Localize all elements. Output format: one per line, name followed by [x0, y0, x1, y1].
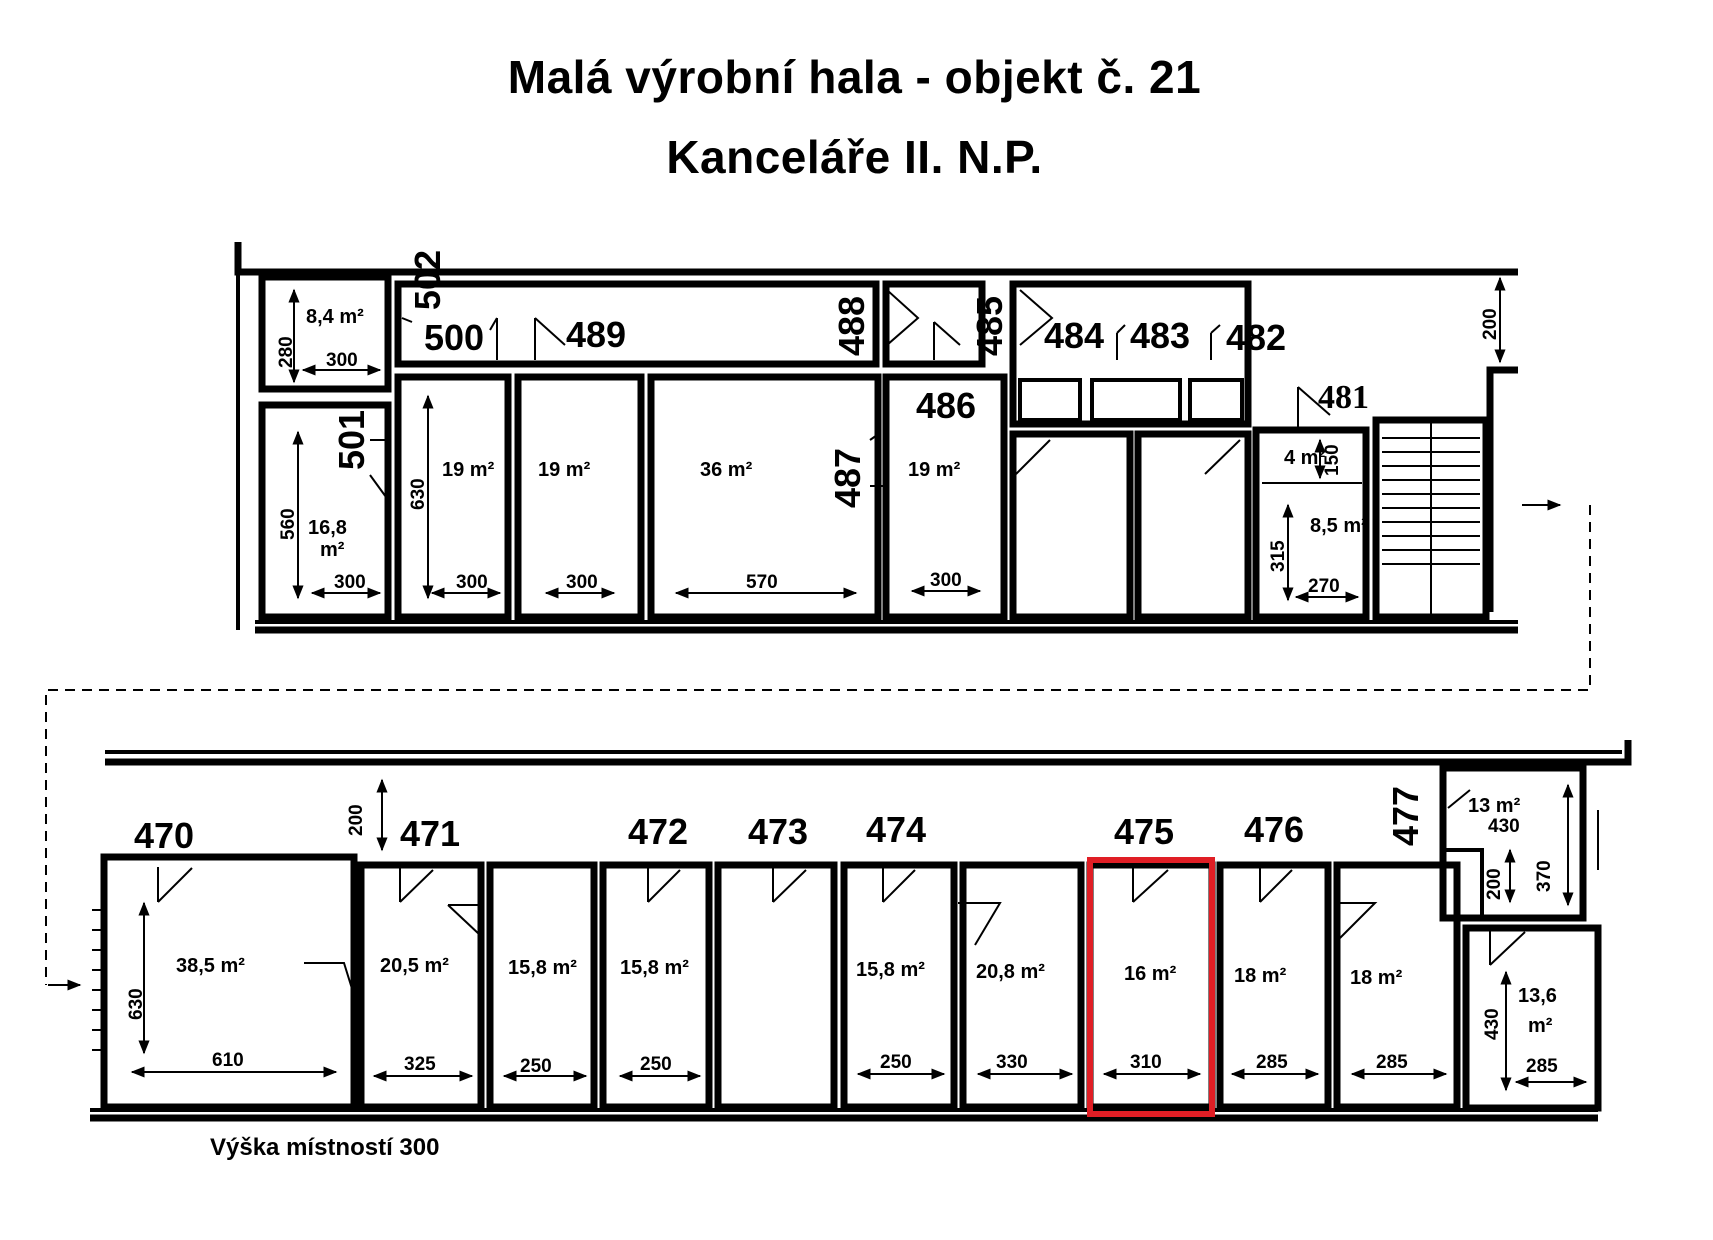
- room-471-area: 20,5 m²: [380, 955, 449, 977]
- floor-connector: [45, 499, 1599, 991]
- room-471b-width: 250: [520, 1056, 552, 1077]
- lower-block: [90, 740, 1632, 1122]
- room-474b-area: 20,8 m²: [976, 961, 1045, 983]
- room-486-area: 19 m²: [908, 459, 961, 481]
- room-488-number: 488: [831, 296, 872, 356]
- room-485-number: 485: [969, 296, 1010, 356]
- room-477b-area-line1: 13,6: [1518, 985, 1557, 1007]
- room-476b-area: 18 m²: [1350, 967, 1403, 989]
- room-477b-depth: 430: [1482, 1008, 1503, 1040]
- room-486-width: 300: [930, 570, 962, 591]
- upper-block: [234, 242, 1518, 634]
- room-486-frame: [882, 373, 1008, 621]
- room-484-number: 484: [1044, 315, 1104, 356]
- room-474-frame: [840, 861, 958, 1111]
- room-472-number: 472: [628, 811, 688, 852]
- room-476-number: 476: [1244, 809, 1304, 850]
- room-502-number: 502: [407, 250, 448, 310]
- room-472-area: 15,8 m²: [620, 957, 689, 979]
- room-477b-area-line2: m²: [1528, 1015, 1553, 1037]
- room-473-frame: [714, 861, 838, 1111]
- room-477-frame: [1439, 764, 1587, 922]
- room-475-number: 475: [1114, 811, 1174, 852]
- room-470-number: 470: [134, 815, 194, 856]
- room-476-frame: [1216, 861, 1332, 1111]
- room-489-area: 19 m²: [538, 459, 591, 481]
- room-472-frame: [599, 861, 713, 1111]
- room-489-frame: [514, 373, 645, 621]
- room-471-width: 325: [404, 1054, 436, 1075]
- room-477-depth-a: 200: [1484, 868, 1505, 900]
- room-475-highlight[interactable]: [1087, 857, 1215, 1117]
- room-470-area: 38,5 m²: [176, 955, 245, 977]
- room-482-number: 482: [1226, 317, 1286, 358]
- upper-corridor-width: 200: [1480, 308, 1501, 340]
- room-501-depth: 560: [278, 508, 299, 540]
- room-483-number: 483: [1130, 315, 1190, 356]
- room-488-frame: [647, 373, 882, 621]
- room-475-area: 16 m²: [1124, 963, 1177, 985]
- lower-corridor-width: 200: [346, 804, 367, 836]
- room-471b-area: 15,8 m²: [508, 957, 577, 979]
- room-502-frame: [258, 273, 392, 393]
- room-470-frame: [100, 853, 358, 1111]
- room-485-frame: [882, 280, 986, 368]
- room-486-number: 486: [916, 385, 976, 426]
- room-481-small-area: 4 m²: [1284, 447, 1325, 469]
- room-477-area: 13 m²: [1468, 795, 1521, 817]
- corridor-upper-frame: [394, 280, 880, 368]
- room-476b-width: 285: [1376, 1052, 1408, 1073]
- room-474b-width: 330: [996, 1052, 1028, 1073]
- room-489-width: 300: [566, 572, 598, 593]
- room-488-width: 570: [746, 572, 778, 593]
- room-501-area-line2: m²: [320, 539, 345, 561]
- room-474-width: 250: [880, 1052, 912, 1073]
- room-489-number: 489: [566, 314, 626, 355]
- room-501-frame: [258, 401, 392, 621]
- room-477b-width: 285: [1526, 1056, 1558, 1077]
- room-484-483-482-frame: [1009, 280, 1252, 428]
- room-471-frame: [357, 861, 485, 1111]
- room-475-width: 310: [1130, 1052, 1162, 1073]
- room-474-area: 15,8 m²: [856, 959, 925, 981]
- room-474-number: 474: [866, 809, 926, 850]
- room-481-area: 8,5 m²: [1310, 515, 1368, 537]
- room-481-frame: [1252, 426, 1370, 621]
- room-488-area: 36 m²: [700, 459, 753, 481]
- room-500-area: 19 m²: [442, 459, 495, 481]
- room-500-depth: 630: [408, 478, 429, 510]
- room-481-depth: 315: [1268, 540, 1289, 572]
- room-477-width: 430: [1488, 816, 1520, 837]
- room-476-area: 18 m²: [1234, 965, 1287, 987]
- plan-subtitle: Kanceláře II. N.P.: [666, 131, 1043, 183]
- lower-depth: 630: [126, 988, 147, 1020]
- room-501-number: 501: [331, 410, 372, 470]
- room-487-number: 487: [827, 448, 868, 508]
- plan-title: Malá výrobní hala - objekt č. 21: [507, 51, 1202, 103]
- room-470-width: 610: [212, 1050, 244, 1071]
- room-481-small-depth: 150: [1322, 444, 1343, 476]
- room-502-area: 8,4 m²: [306, 306, 364, 328]
- room-502-depth: 280: [276, 336, 297, 368]
- room-473-number: 473: [748, 811, 808, 852]
- room-501-width: 300: [334, 572, 366, 593]
- room-481-width: 270: [1308, 576, 1340, 597]
- room-height-note: Výška místností 300: [210, 1134, 440, 1161]
- room-501-area-line1: 16,8: [308, 517, 347, 539]
- room-500-number: 500: [424, 317, 484, 358]
- room-481-number: 481: [1318, 379, 1369, 416]
- room-500-frame: [394, 373, 512, 621]
- room-477-depth-b: 370: [1534, 860, 1555, 892]
- room-472-width: 250: [640, 1054, 672, 1075]
- room-500-width: 300: [456, 572, 488, 593]
- room-476-width: 285: [1256, 1052, 1288, 1073]
- room-471-number: 471: [400, 813, 460, 854]
- room-502-width: 300: [326, 350, 358, 371]
- room-477-number: 477: [1385, 786, 1426, 846]
